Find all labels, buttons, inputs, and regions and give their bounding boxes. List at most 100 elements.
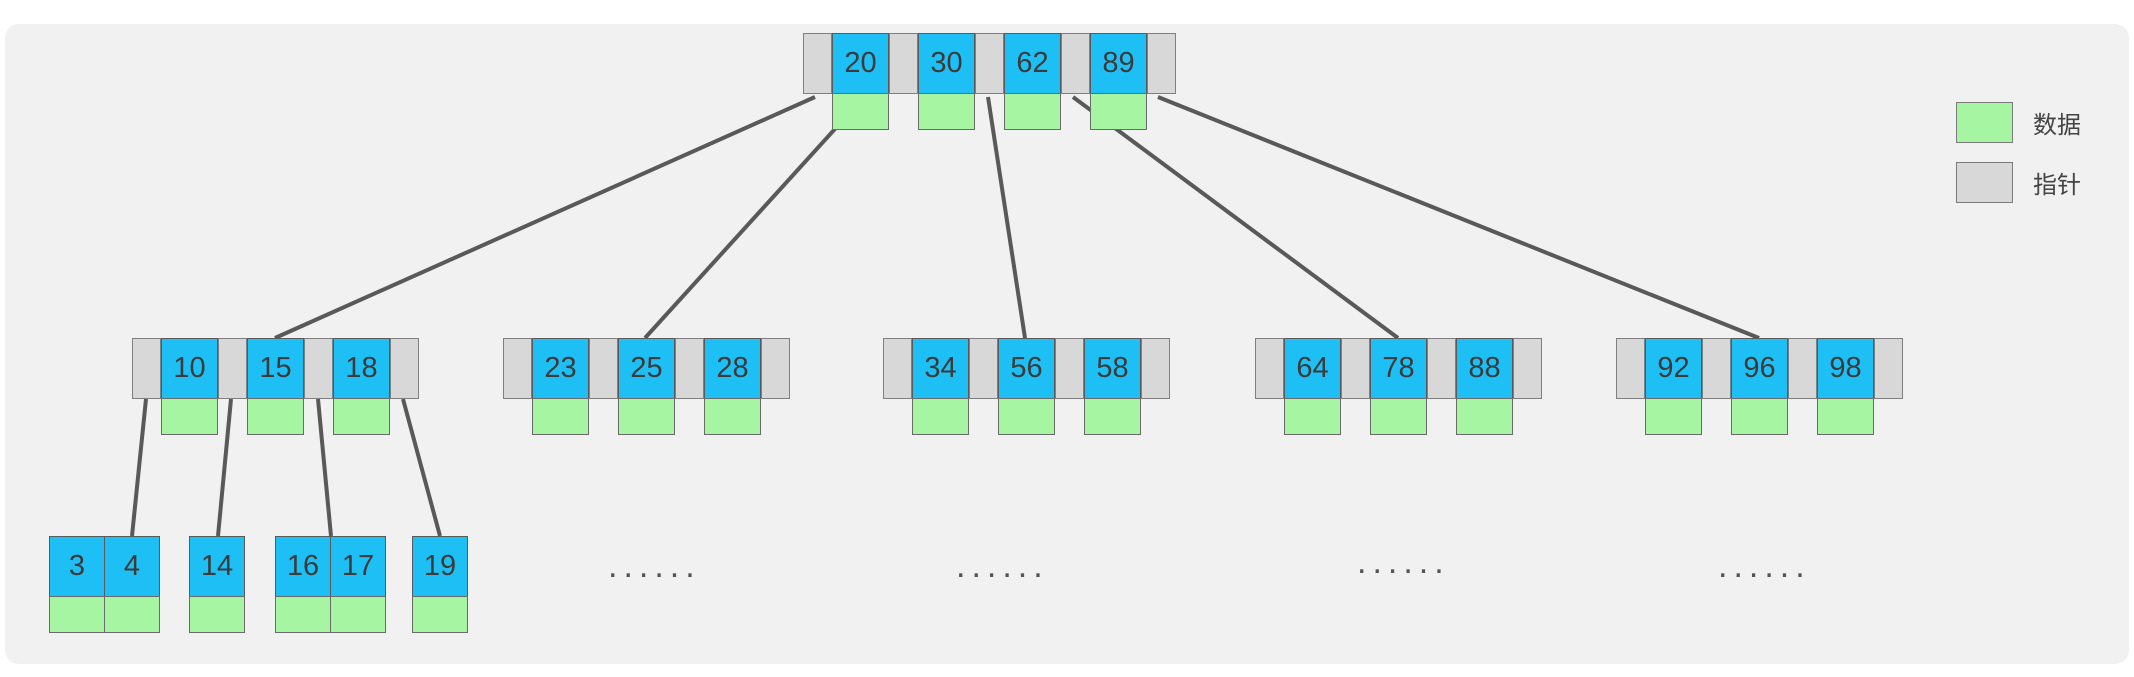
data-cell xyxy=(1090,93,1147,130)
pointer-cell xyxy=(1141,338,1170,399)
pointer-cell xyxy=(1616,338,1645,399)
key-cell: 96 xyxy=(1731,338,1788,399)
pointer-cell xyxy=(304,338,333,399)
data-cell xyxy=(998,398,1055,435)
key-cell: 62 xyxy=(1004,33,1061,94)
pointer-cell xyxy=(1874,338,1903,399)
key-cell: 30 xyxy=(918,33,975,94)
ellipsis-2: ...... xyxy=(956,547,1049,585)
leaf-data-cell xyxy=(412,596,468,633)
key-cell: 34 xyxy=(912,338,969,399)
key-cell: 56 xyxy=(998,338,1055,399)
leaf-data-cell xyxy=(49,596,105,633)
ellipsis-1: ...... xyxy=(608,547,701,585)
tree-edge-3 xyxy=(986,96,1027,339)
pointer-cell xyxy=(1255,338,1284,399)
data-cell xyxy=(1284,398,1341,435)
level2-node-5: 92 96 98 xyxy=(1616,338,1903,436)
pointer-cell xyxy=(1055,338,1084,399)
key-cell: 28 xyxy=(704,338,761,399)
key-cell: 92 xyxy=(1645,338,1702,399)
data-cell xyxy=(912,398,969,435)
level2-node-4: 64 78 88 xyxy=(1255,338,1542,436)
data-cell xyxy=(247,398,304,435)
key-cell: 20 xyxy=(832,33,889,94)
pointer-cell xyxy=(589,338,618,399)
pointer-cell xyxy=(1427,338,1456,399)
legend-item-data: 数据 xyxy=(1956,102,2081,143)
legend-item-pointer: 指针 xyxy=(1956,162,2081,203)
key-cell: 58 xyxy=(1084,338,1141,399)
leaf-key-cell: 16 xyxy=(275,536,331,597)
data-cell xyxy=(1370,398,1427,435)
ellipsis-3: ...... xyxy=(1357,543,1450,581)
pointer-cell xyxy=(503,338,532,399)
key-cell: 64 xyxy=(1284,338,1341,399)
tree-edge-7 xyxy=(216,398,233,537)
key-cell: 15 xyxy=(247,338,304,399)
data-cell xyxy=(832,93,889,130)
tree-edge-4 xyxy=(1071,95,1400,340)
leaf-data-cell xyxy=(275,596,331,633)
pointer-cell xyxy=(1788,338,1817,399)
pointer-cell xyxy=(390,338,419,399)
key-cell: 88 xyxy=(1456,338,1513,399)
pointer-cell xyxy=(1147,33,1176,94)
data-cell xyxy=(704,398,761,435)
ellipsis-4: ...... xyxy=(1718,547,1811,585)
key-cell: 98 xyxy=(1817,338,1874,399)
data-cell xyxy=(1004,93,1061,130)
pointer-cell xyxy=(761,338,790,399)
data-cell xyxy=(161,398,218,435)
key-cell: 10 xyxy=(161,338,218,399)
legend-swatch-data xyxy=(1956,102,2013,143)
leaf-key-cell: 14 xyxy=(189,536,245,597)
tree-edge-6 xyxy=(130,398,148,537)
pointer-cell xyxy=(1513,338,1542,399)
leaf-data-cell xyxy=(189,596,245,633)
level2-node-2: 23 25 28 xyxy=(503,338,790,436)
data-cell xyxy=(918,93,975,130)
level2-node-1: 10 15 18 xyxy=(132,338,419,436)
pointer-cell xyxy=(218,338,247,399)
pointer-cell xyxy=(1702,338,1731,399)
pointer-cell xyxy=(969,338,998,399)
key-cell: 78 xyxy=(1370,338,1427,399)
data-cell xyxy=(618,398,675,435)
data-cell xyxy=(1731,398,1788,435)
leaf-data-cell xyxy=(104,596,160,633)
root-node-cells: 20 30 62 89 xyxy=(803,33,1176,131)
tree-edge-1 xyxy=(274,95,816,340)
leaf-key-cell: 4 xyxy=(104,536,160,597)
tree-edge-8 xyxy=(316,398,333,537)
level2-node-3: 34 56 58 xyxy=(883,338,1170,436)
leaf-data-cell xyxy=(330,596,386,633)
tree-edge-5 xyxy=(1157,95,1760,340)
tree-edge-9 xyxy=(401,398,442,537)
leaf-key-cell: 17 xyxy=(330,536,386,597)
key-cell: 18 xyxy=(333,338,390,399)
key-cell: 23 xyxy=(532,338,589,399)
pointer-cell xyxy=(883,338,912,399)
leaf-key-cell: 3 xyxy=(49,536,105,597)
pointer-cell xyxy=(975,33,1004,94)
pointer-cell xyxy=(675,338,704,399)
legend-label-pointer: 指针 xyxy=(2033,171,2081,199)
legend-swatch-pointer xyxy=(1956,162,2013,203)
key-cell: 89 xyxy=(1090,33,1147,94)
data-cell xyxy=(532,398,589,435)
pointer-cell xyxy=(1061,33,1090,94)
pointer-cell xyxy=(132,338,161,399)
pointer-cell xyxy=(1341,338,1370,399)
data-cell xyxy=(1456,398,1513,435)
data-cell xyxy=(333,398,390,435)
tree-edge-2 xyxy=(643,95,866,340)
key-cell: 25 xyxy=(618,338,675,399)
pointer-cell xyxy=(889,33,918,94)
data-cell xyxy=(1817,398,1874,435)
legend-label-data: 数据 xyxy=(2033,111,2081,139)
data-cell xyxy=(1084,398,1141,435)
data-cell xyxy=(1645,398,1702,435)
